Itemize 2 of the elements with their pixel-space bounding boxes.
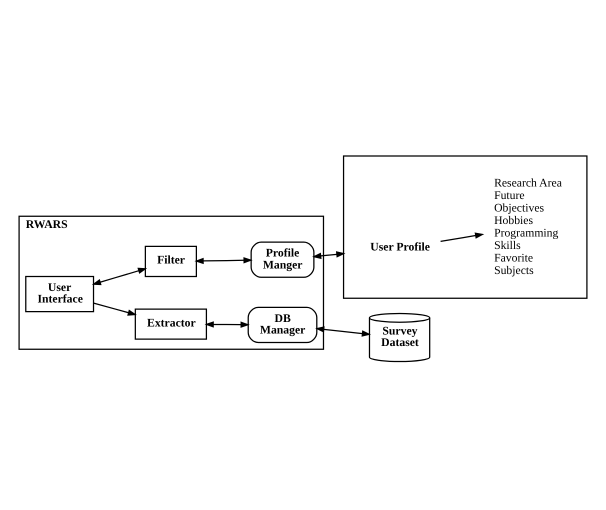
- node-text: User Profile: [370, 240, 430, 253]
- node-text: Research Area Future Objectives Hobbies Programming Skills Favorite Subjects: [494, 176, 562, 277]
